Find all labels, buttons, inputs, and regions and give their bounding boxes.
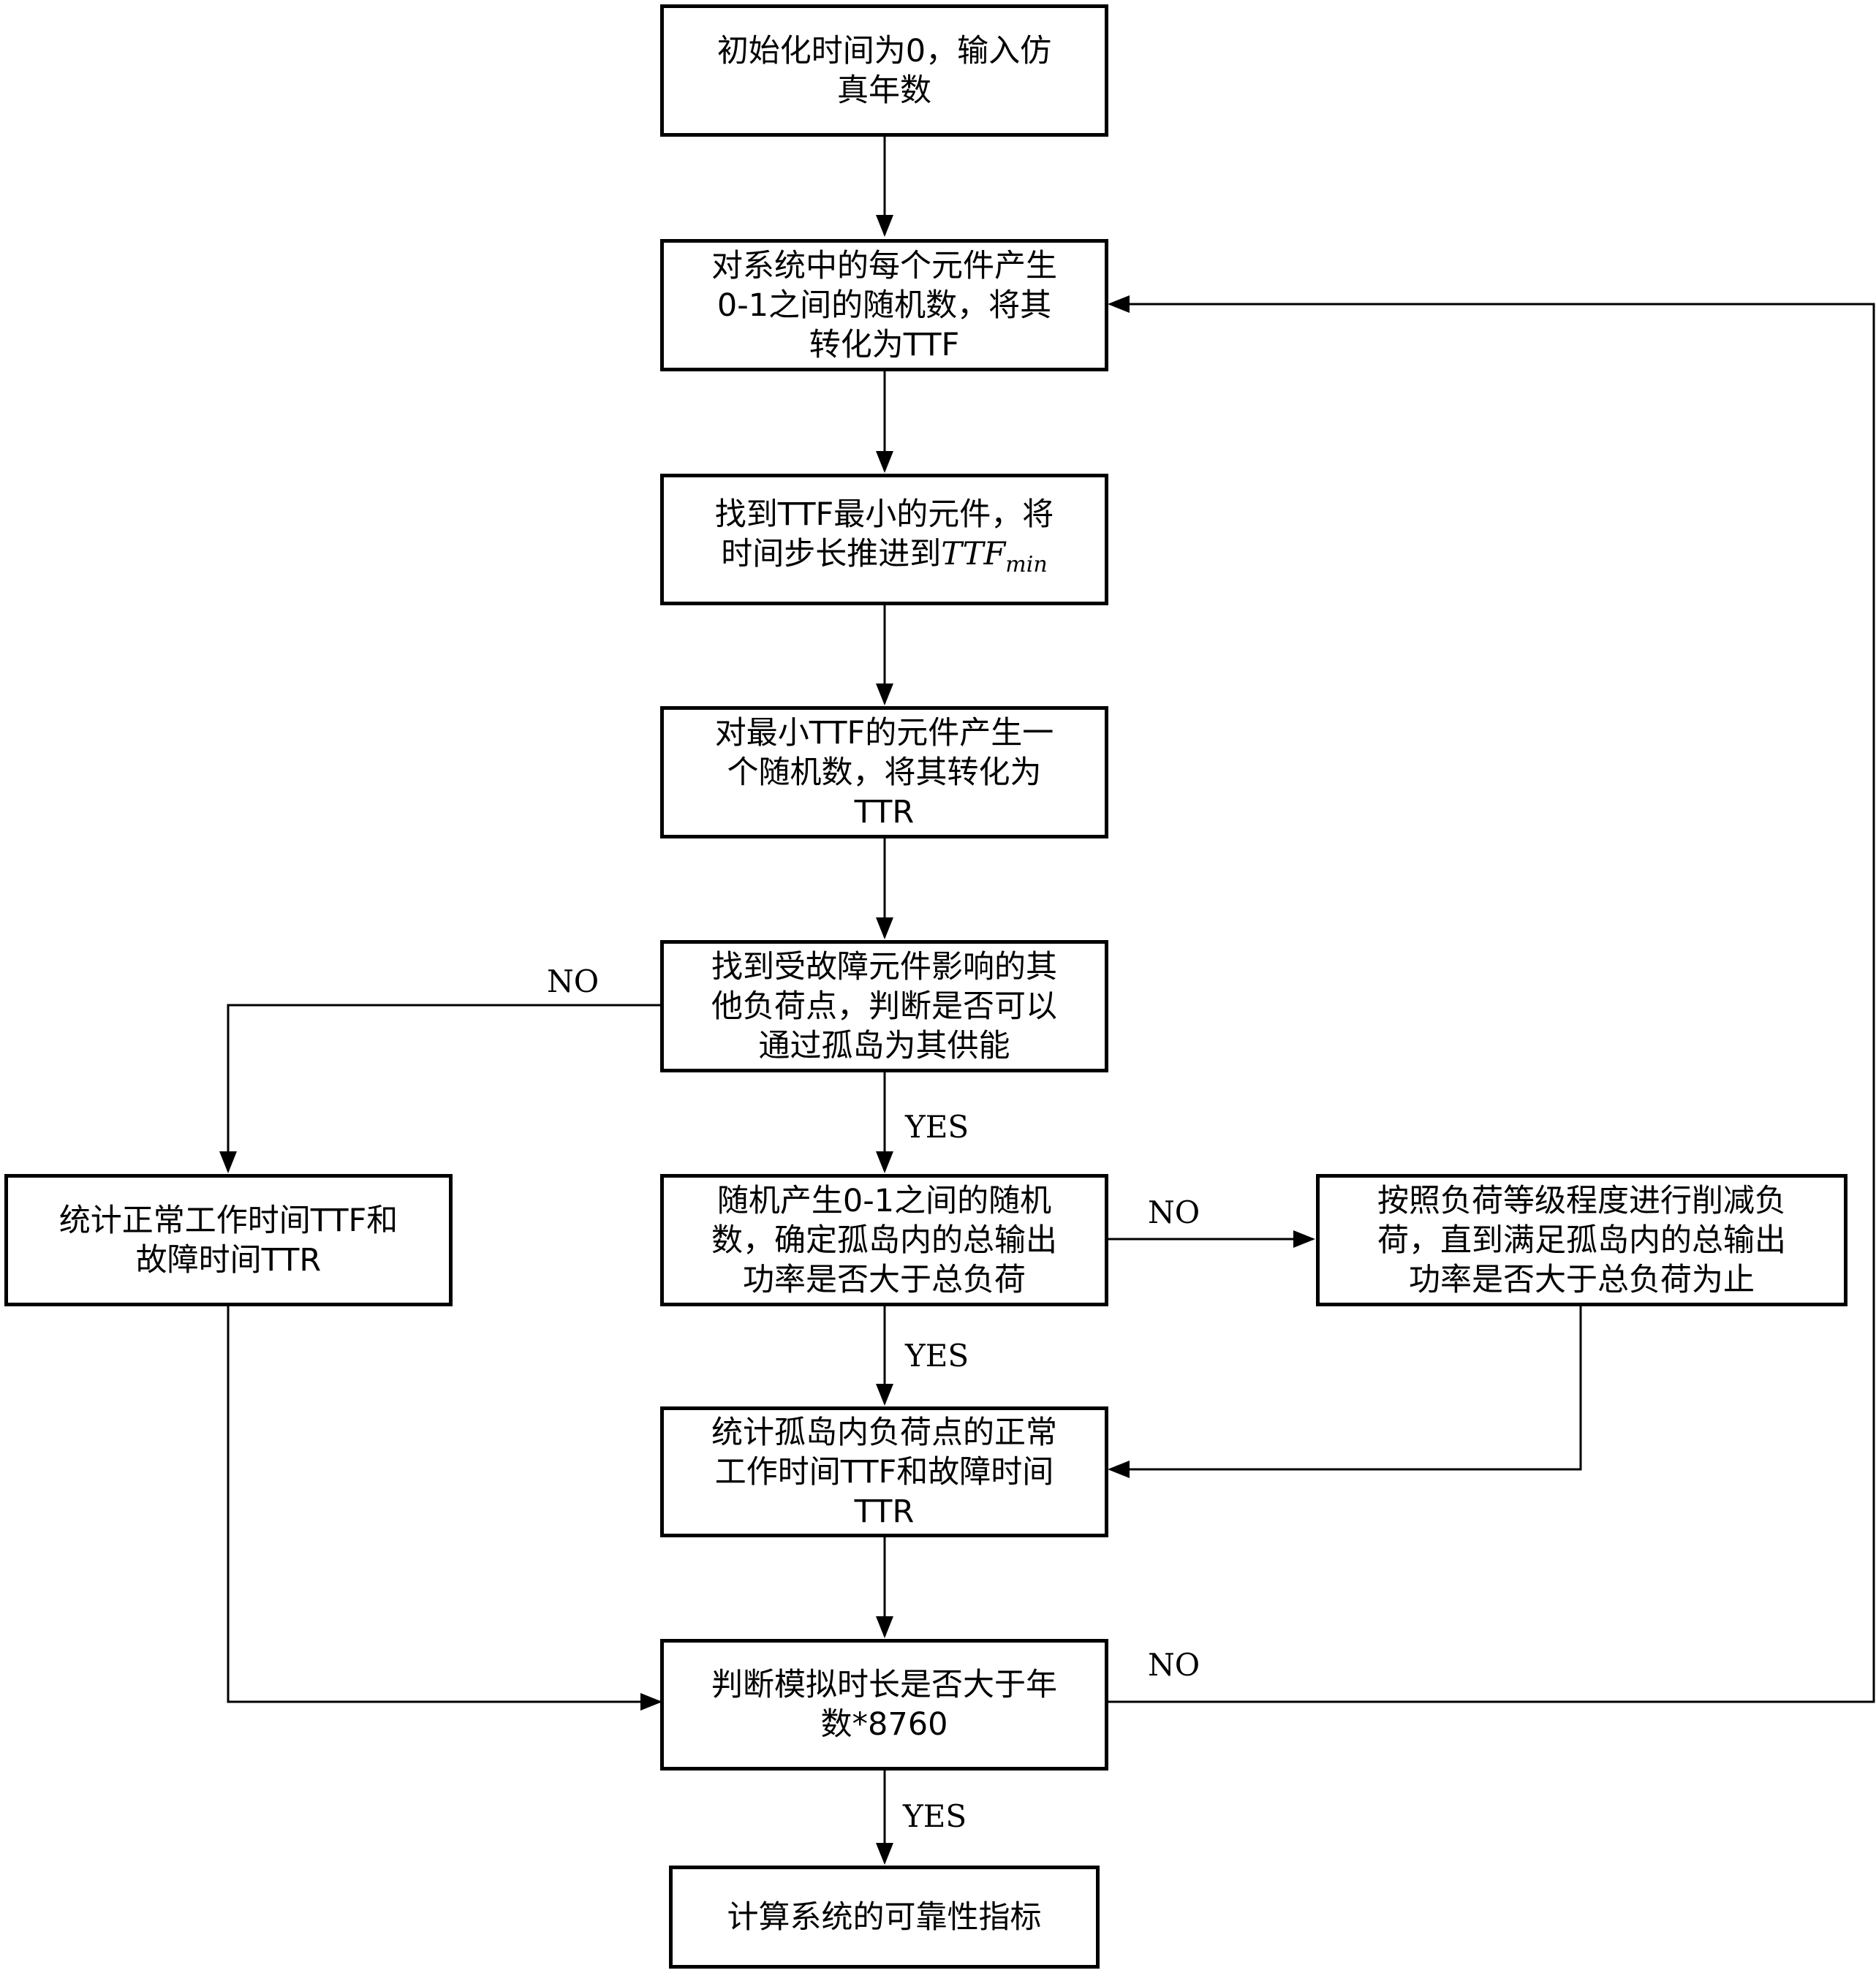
box-init: 初始化时间为0，输入仿 真年数 bbox=[660, 4, 1108, 137]
box-gen-ttr-line-3: TTR bbox=[854, 793, 915, 830]
box-gen-ttf: 对系统中的每个元件产生 0-1之间的随机数，将其 转化为TTF bbox=[660, 239, 1108, 371]
box-check-island-line-1: 找到受故障元件影响的其 bbox=[711, 948, 1057, 985]
box-gen-ttf-line-3: 转化为TTF bbox=[809, 326, 960, 363]
box-gen-ttr: 对最小TTF的元件产生一 个随机数，将其转化为 TTR bbox=[660, 706, 1108, 838]
ttf-min-symbol: TTF bbox=[941, 535, 1006, 572]
box-gen-ttf-line-1: 对系统中的每个元件产生 bbox=[711, 247, 1057, 284]
box-count-island-line-2: 工作时间TTF和故障时间 bbox=[714, 1453, 1054, 1491]
box-shed-load: 按照负荷等级程度进行削减负 荷，直到满足孤岛内的总输出 功率是否大于总负荷为止 bbox=[1316, 1174, 1847, 1306]
ttf-min-subscript: min bbox=[1005, 551, 1048, 577]
box-init-line-2: 真年数 bbox=[836, 72, 931, 109]
box-compute-line-1: 计算系统的可靠性指标 bbox=[727, 1898, 1042, 1936]
box-count-island-line-1: 统计孤岛内负荷点的正常 bbox=[711, 1414, 1057, 1451]
label-no-time: NO bbox=[1148, 1647, 1200, 1683]
box-count-normal-line-1: 统计正常工作时间TTF和 bbox=[58, 1202, 398, 1239]
arrow-check-time-no-loop bbox=[1108, 295, 1875, 1703]
box-gen-ttr-line-2: 个随机数，将其转化为 bbox=[727, 754, 1042, 791]
box-shed-load-line-2: 荷，直到满足孤岛内的总输出 bbox=[1377, 1222, 1786, 1259]
box-find-min-line-2: 时间步长推进到TTFmin bbox=[715, 534, 1054, 585]
arrow-shed-load-to-count-island bbox=[1108, 1306, 1582, 1478]
box-check-power-line-3: 功率是否大于总负荷 bbox=[743, 1261, 1026, 1298]
box-find-min-line-2-text: 时间步长推进到 bbox=[721, 535, 942, 572]
box-gen-ttf-line-2: 0-1之间的随机数，将其 bbox=[716, 287, 1052, 324]
label-no-power: NO bbox=[1148, 1194, 1200, 1230]
box-count-normal: 统计正常工作时间TTF和 故障时间TTR bbox=[4, 1174, 453, 1306]
box-check-island: 找到受故障元件影响的其 他负荷点，判断是否可以 通过孤岛为其供能 bbox=[660, 940, 1108, 1072]
box-init-line-1: 初始化时间为0，输入仿 bbox=[716, 32, 1052, 69]
box-check-power-line-2: 数，确定孤岛内的总输出 bbox=[711, 1222, 1057, 1259]
box-count-normal-line-2: 故障时间TTR bbox=[135, 1241, 322, 1279]
box-compute: 计算系统的可靠性指标 bbox=[669, 1866, 1100, 1969]
box-count-island-line-3: TTR bbox=[854, 1493, 915, 1530]
box-count-island: 统计孤岛内负荷点的正常 工作时间TTF和故障时间 TTR bbox=[660, 1406, 1108, 1537]
label-yes-power: YES bbox=[905, 1338, 969, 1374]
box-check-power: 随机产生0-1之间的随机 数，确定孤岛内的总输出 功率是否大于总负荷 bbox=[660, 1174, 1108, 1306]
box-shed-load-line-3: 功率是否大于总负荷为止 bbox=[1409, 1261, 1755, 1298]
box-check-time-line-2: 数*8760 bbox=[820, 1706, 948, 1743]
label-yes-island: YES bbox=[905, 1109, 969, 1145]
box-check-time-line-1: 判断模拟时长是否大于年 bbox=[711, 1667, 1057, 1703]
box-check-power-line-1: 随机产生0-1之间的随机 bbox=[716, 1182, 1052, 1219]
arrow-count-normal-to-check-time bbox=[227, 1306, 662, 1711]
box-check-time: 判断模拟时长是否大于年 数*8760 bbox=[660, 1639, 1108, 1771]
label-yes-time: YES bbox=[903, 1798, 967, 1834]
label-no-island: NO bbox=[547, 963, 600, 999]
box-find-min: 找到TTF最小的元件，将 时间步长推进到TTFmin bbox=[660, 474, 1108, 605]
box-check-island-line-2: 他负荷点，判断是否可以 bbox=[711, 988, 1057, 1025]
box-gen-ttr-line-1: 对最小TTF的元件产生一 bbox=[714, 714, 1054, 751]
arrow-check-island-no bbox=[219, 1004, 660, 1173]
box-find-min-line-1: 找到TTF最小的元件，将 bbox=[714, 496, 1054, 533]
box-check-island-line-3: 通过孤岛为其供能 bbox=[758, 1027, 1010, 1064]
box-shed-load-line-1: 按照负荷等级程度进行削减负 bbox=[1377, 1182, 1786, 1219]
